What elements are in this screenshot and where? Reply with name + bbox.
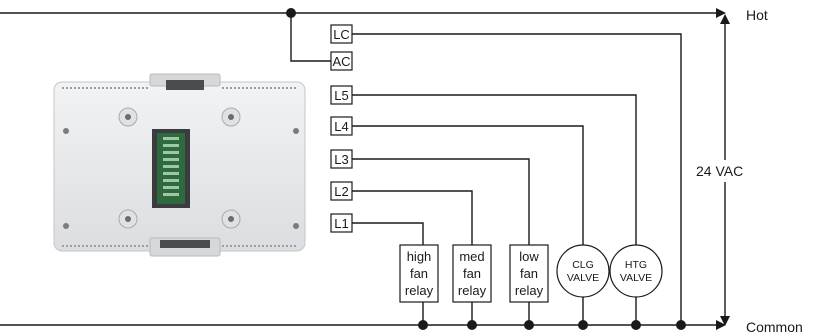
mount-hole-left-lower [63,223,69,229]
screw-boss-top-left [118,107,138,127]
terminal-l5: L5 [330,85,353,105]
terminal-l5-label: L5 [334,88,348,103]
screw-boss-bottom-right [221,209,241,229]
junction-dot-htg-valve [631,320,641,330]
low-fan-relay-line2: fan [520,266,538,281]
voltage-label: 24 VAC [696,163,743,179]
med-fan-relay: med fan relay [452,244,492,303]
l3-wire [352,158,530,245]
terminal-lc: LC [330,24,353,44]
mount-hole-right-upper [293,128,299,134]
l5-wire [352,94,637,245]
junction-dot-lc [676,320,686,330]
top-clip-slot [166,80,204,90]
clg-valve-line1: CLG [572,259,594,271]
terminal-ac-label: AC [332,54,350,69]
ac-wire [290,13,331,62]
clg-valve-line2: VALVE [567,272,599,284]
terminal-lc-label: LC [333,27,350,42]
l2-wire [352,190,473,245]
terminal-l4-label: L4 [334,119,348,134]
junction-dot-low-fan [524,320,534,330]
l4-wire [352,125,584,245]
voltage-arrow-down [720,316,730,326]
high-fan-relay-line2: fan [410,266,428,281]
terminal-l4: L4 [330,116,353,136]
clg-valve: CLG VALVE [556,244,610,298]
htg-valve-line1: HTG [625,259,647,271]
high-fan-relay-line3: relay [405,283,434,298]
voltage-arrow-up [720,14,730,24]
htg-valve-line2: VALVE [620,272,652,284]
hot-label: Hot [746,7,768,23]
terminal-ac: AC [330,51,353,71]
terminal-l2-label: L2 [334,184,348,199]
screw-boss-bottom-left [118,209,138,229]
common-arrow [716,320,726,330]
junction-dot-high-fan [418,320,428,330]
common-label: Common [746,319,803,335]
screw-boss-top-right [221,107,241,127]
junction-dot-med-fan [467,320,477,330]
hot-arrow [716,8,726,18]
mount-hole-left-upper [63,128,69,134]
terminal-l3-label: L3 [334,152,348,167]
htg-valve: HTG VALVE [609,244,663,298]
terminal-l1-label: L1 [334,216,348,231]
med-fan-relay-line3: relay [458,283,487,298]
mount-hole-right-lower [293,223,299,229]
terminal-block-pins [163,137,179,196]
high-fan-relay-line1: high [407,249,432,264]
med-fan-relay-line2: fan [463,266,481,281]
terminal-l2: L2 [330,181,353,201]
l1-wire [352,222,424,245]
med-fan-relay-line1: med [459,249,484,264]
low-fan-relay: low fan relay [509,244,549,303]
low-fan-relay-line3: relay [515,283,544,298]
bottom-clip-slot [160,240,210,248]
high-fan-relay: high fan relay [399,244,439,303]
terminal-l3: L3 [330,149,353,169]
terminal-l1: L1 [330,213,353,233]
low-fan-relay-line1: low [519,249,539,264]
voltage-label-bg [693,160,757,182]
junction-dot-clg-valve [578,320,588,330]
thermostat-back-plate [53,73,306,257]
lc-wire [352,33,682,325]
